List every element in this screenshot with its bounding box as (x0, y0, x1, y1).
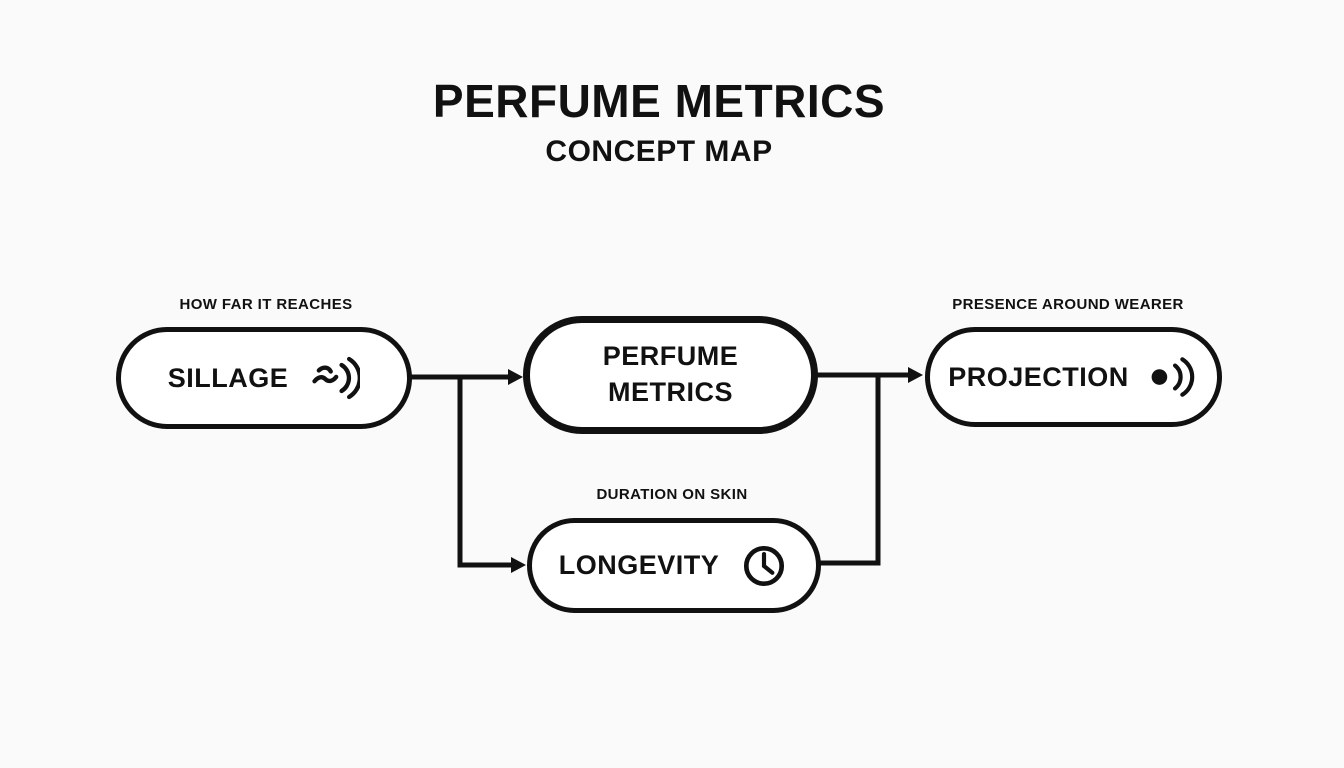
arrowhead-into-projection (908, 367, 923, 383)
arrowhead-into-longevity (511, 557, 526, 573)
node-perfume-metrics-label-line2: METRICS (608, 377, 733, 407)
signal-waves-icon (1151, 357, 1195, 397)
caption-sillage: HOW FAR IT REACHES (179, 296, 353, 313)
page-subtitle: CONCEPT MAP (545, 134, 773, 168)
edge-sillage-to-longevity (457, 377, 513, 568)
scent-wave-icon (312, 356, 361, 400)
node-projection: PROJECTION (925, 327, 1222, 427)
diagram-title-block: PERFUME METRICS CONCEPT MAP (0, 76, 1318, 169)
node-perfume-metrics-label-line1: PERFUME (602, 341, 739, 372)
node-longevity: LONGEVITY (527, 518, 821, 613)
caption-longevity: DURATION ON SKIN (596, 486, 748, 503)
caption-projection: PRESENCE AROUND WEARER (952, 296, 1184, 313)
node-projection-label: PROJECTION (948, 361, 1129, 392)
arrowhead-into-metrics (508, 369, 523, 385)
node-sillage-label: SILLAGE (167, 362, 289, 393)
page-title: PERFUME METRICS (432, 75, 886, 127)
edge-longevity-to-projection (818, 375, 881, 566)
node-longevity-label: LONGEVITY (558, 550, 720, 580)
node-sillage: SILLAGE (116, 327, 412, 429)
clock-icon (744, 545, 785, 586)
node-perfume-metrics: PERFUME METRICS (523, 316, 818, 434)
